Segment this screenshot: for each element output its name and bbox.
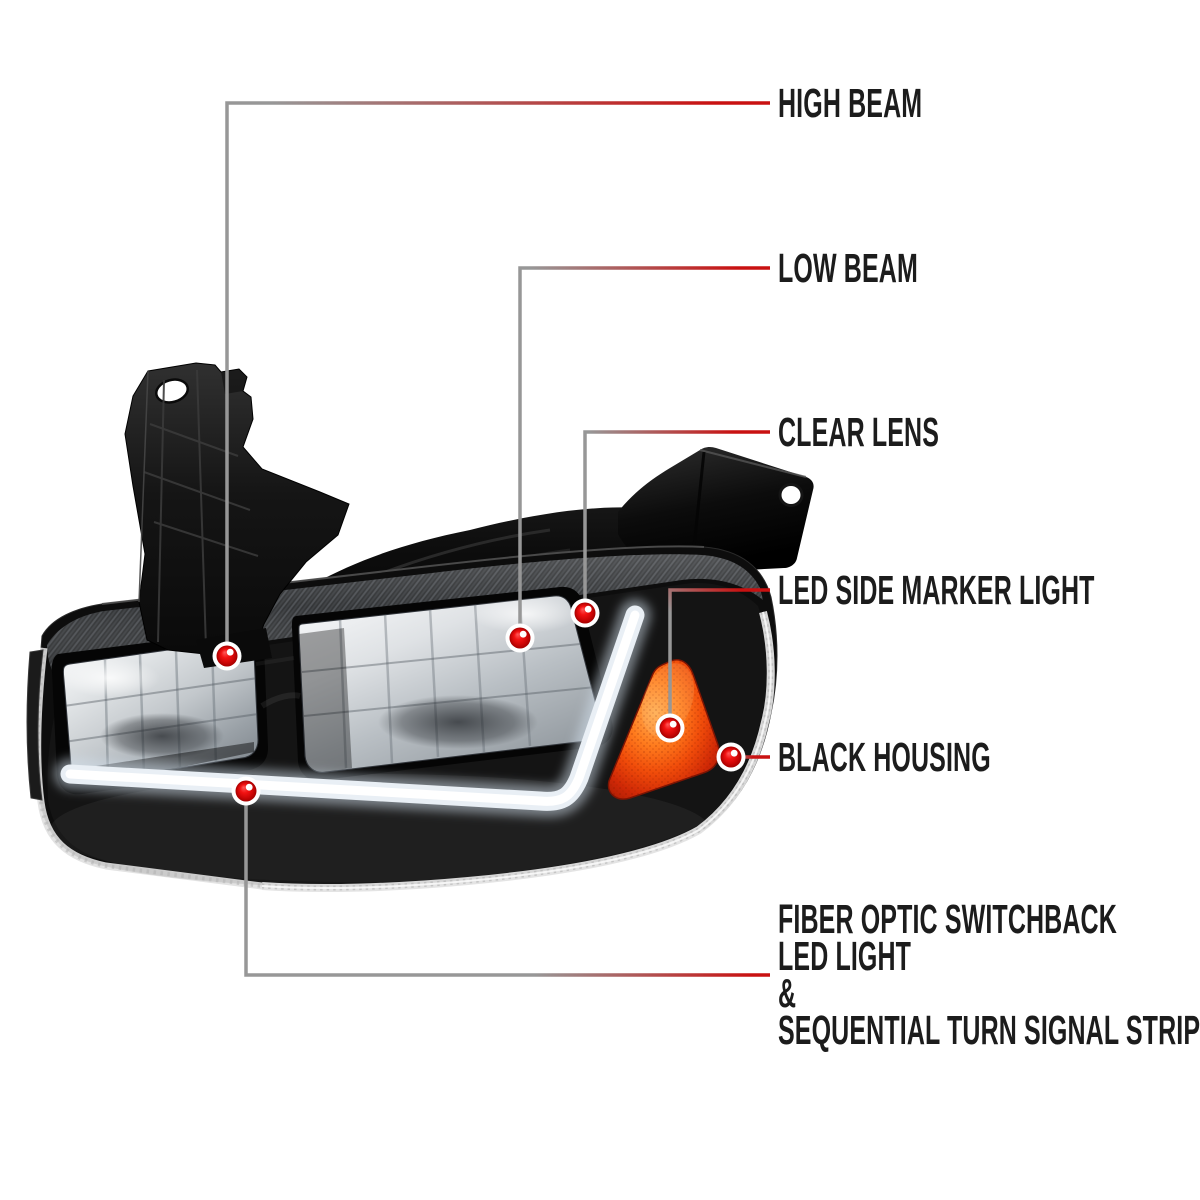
callout-line-low-beam (518, 266, 770, 638)
callout-lines (225, 101, 770, 977)
callout-line-led-side-marker-light (668, 588, 770, 728)
high-beam-bulb-recess (100, 713, 224, 759)
callout-dot-black-housing (716, 742, 746, 772)
callout-line-clear-lens (583, 430, 770, 613)
callout-line-fiber-optic-switchback-led-light (244, 791, 770, 977)
fiber-optic-led-strip (54, 599, 651, 818)
callout-dots (212, 598, 746, 806)
callout-dot-fiber-optic-switchback-led-light (231, 776, 261, 806)
low-beam-bulb-recess (378, 695, 538, 749)
callout-dot-high-beam (212, 641, 242, 671)
clear-lens-rim (26, 610, 775, 893)
callout-dot-clear-lens (570, 598, 600, 628)
callout-dot-led-side-marker-light (655, 713, 685, 743)
bolt-hole (778, 483, 804, 507)
callout-dot-low-beam (505, 623, 535, 653)
callout-line-high-beam (225, 101, 770, 656)
mounting-bracket-right (618, 446, 814, 573)
